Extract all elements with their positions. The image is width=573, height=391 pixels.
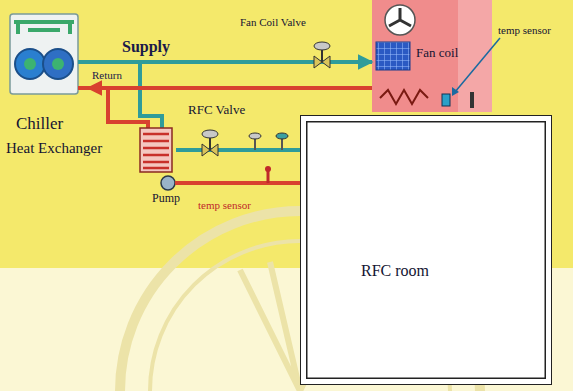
rfc-valve xyxy=(202,130,218,156)
pump-icon xyxy=(161,176,196,190)
rfc-valve xyxy=(202,130,218,138)
sensor-label: temp sensor xyxy=(198,199,251,212)
pump-icon xyxy=(161,176,175,190)
rfc-room: RFC room xyxy=(300,115,552,385)
heat-exchanger-icon xyxy=(140,128,172,172)
return-pipe xyxy=(88,86,372,90)
pipe-label: Supply xyxy=(122,38,170,56)
chiller-icon xyxy=(43,49,73,79)
fan-coil-unit xyxy=(372,0,492,112)
pump: Pump xyxy=(140,174,196,210)
node-text: Pump xyxy=(152,192,180,206)
temp-sensor-icon xyxy=(265,166,271,183)
heat-exchanger: Heat Exchanger xyxy=(4,126,176,172)
fan-coil-valve xyxy=(314,42,330,50)
fan-coil-unit xyxy=(470,92,474,108)
sensor-leader xyxy=(452,87,459,96)
gauges xyxy=(255,138,282,150)
sensor-leader xyxy=(452,38,500,96)
heat-exchanger-icon xyxy=(140,128,172,172)
node-text: Chiller xyxy=(16,114,63,134)
rfc-valve xyxy=(202,144,218,156)
temp-sensor-icon xyxy=(265,166,271,172)
valve-label: RFC Valve xyxy=(188,103,245,118)
chiller-icon xyxy=(78,86,88,90)
chiller-unit: Chiller xyxy=(8,10,88,138)
gauges xyxy=(249,133,261,139)
fan-coil-unit xyxy=(372,0,492,112)
fan-coil-valve xyxy=(314,42,330,68)
chiller-icon xyxy=(24,58,36,70)
heat-exchanger-icon xyxy=(143,134,169,168)
chiller-icon xyxy=(10,14,78,94)
chiller-icon xyxy=(15,49,45,79)
gauges xyxy=(249,133,288,150)
gauges xyxy=(276,133,288,139)
fan-coil-unit xyxy=(389,8,411,26)
node-text: Fan coil xyxy=(416,46,458,61)
chiller-icon xyxy=(10,14,88,94)
valve-label: Fan Coil Valve xyxy=(240,16,306,29)
pump-icon xyxy=(175,181,196,185)
chiller-icon xyxy=(14,22,74,34)
fan-coil-unit xyxy=(380,90,428,104)
chiller-icon xyxy=(78,60,88,64)
fan-coil-unit xyxy=(458,0,492,112)
fan-coil-unit xyxy=(376,42,410,70)
node-text: RFC room xyxy=(361,262,429,280)
fan-coil-unit xyxy=(385,5,415,35)
branch-pipes xyxy=(140,62,162,128)
chiller-icon xyxy=(52,58,64,70)
sensor-label: temp sensor xyxy=(498,24,551,37)
branch-pipes xyxy=(108,88,148,128)
node-text: Heat Exchanger xyxy=(6,140,102,157)
rfc-return-pipe xyxy=(196,181,300,185)
fan-coil: Fan coil xyxy=(372,0,492,112)
fan-coil-unit xyxy=(442,94,450,106)
pipe-label: Return xyxy=(92,69,122,82)
sensor-leader xyxy=(455,38,500,92)
fan-coil-valve xyxy=(314,56,330,68)
